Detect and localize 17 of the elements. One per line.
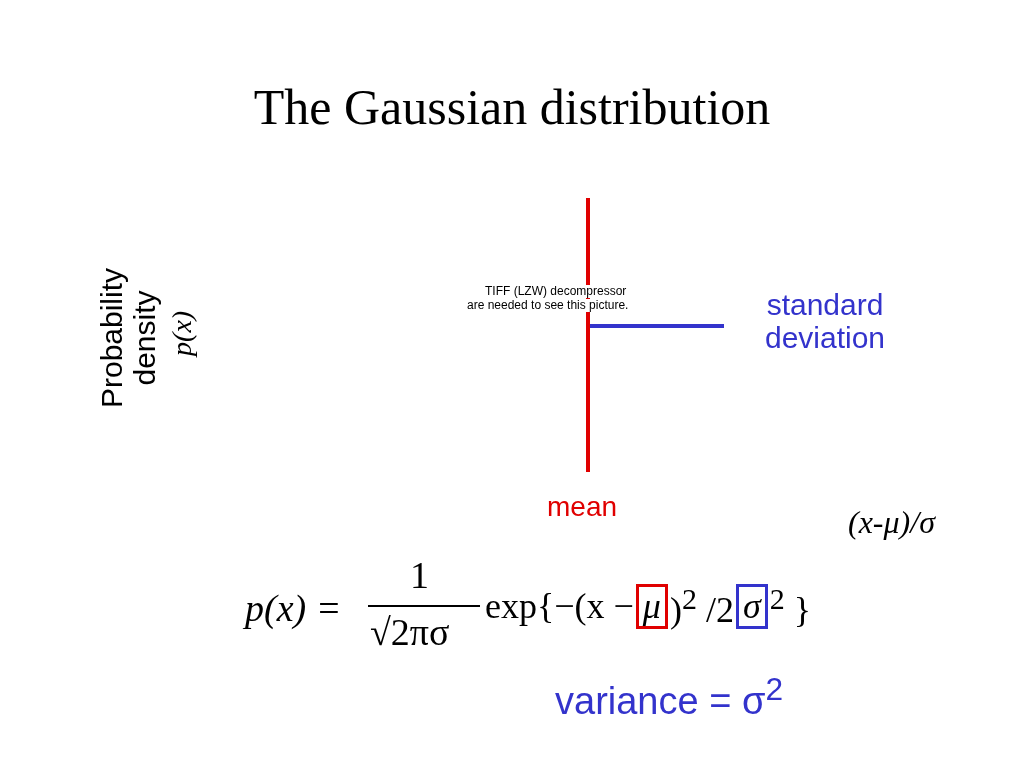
formula-text: mean bbox=[547, 492, 618, 523]
formula-text: standard deviation bbox=[763, 288, 887, 354]
formula-text: TIFF (LZW) decompressor bbox=[485, 285, 627, 299]
slide-title: The Gaussian distribution bbox=[252, 78, 772, 136]
formula-text: exp{−(x − bbox=[485, 586, 634, 627]
formula-text: 1 bbox=[410, 555, 429, 597]
formula-text: √2πσ bbox=[370, 612, 450, 654]
formula-text: μ bbox=[635, 583, 668, 630]
formula-text: p(x) = bbox=[245, 588, 342, 630]
formula-text: Probability density bbox=[94, 266, 161, 411]
formula-text: are needed to see this picture. bbox=[467, 299, 629, 313]
formula-text: p(x) bbox=[167, 310, 198, 356]
formula-text: σ bbox=[735, 583, 768, 630]
formula-text: variance = σ$^{2}$ bbox=[555, 672, 783, 723]
formula-text: $^{2}$ } bbox=[769, 582, 811, 631]
formula-text: )$^{2}$ /2 bbox=[669, 582, 734, 631]
formula-text: (x-μ)/σ bbox=[848, 505, 935, 541]
